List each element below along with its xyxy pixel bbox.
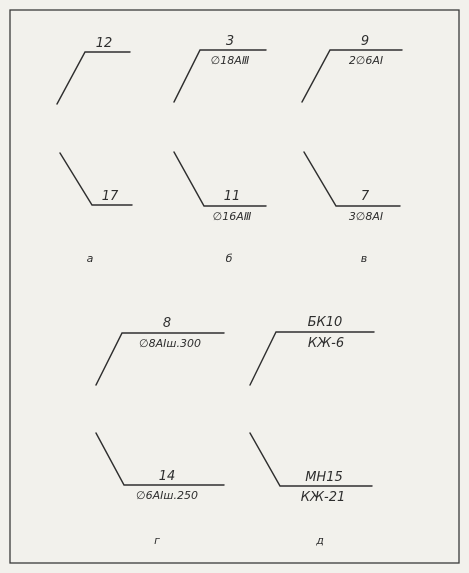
leader-line xyxy=(59,152,133,206)
leader-line xyxy=(173,49,267,103)
panel-caption: б xyxy=(226,252,233,265)
panel-caption: в xyxy=(361,252,367,265)
leader-line xyxy=(249,432,373,487)
panel-caption: д xyxy=(315,534,324,547)
rebar-spec: ∅18АⅢ xyxy=(211,54,250,67)
panel-v: 9 2∅6АⅠ 7 3∅8АⅠ в xyxy=(301,34,403,265)
rebar-spec: 2∅6АⅠ xyxy=(349,54,383,67)
leader-line xyxy=(249,331,375,386)
leader-top-d: БК10 КЖ-6 xyxy=(249,315,375,386)
panel-d: БК10 КЖ-6 МН15 КЖ-21 д xyxy=(249,315,375,547)
mark-label: БК10 xyxy=(308,315,343,330)
mark-number: 11 xyxy=(224,189,241,204)
leader-line xyxy=(173,151,267,207)
panel-caption: г xyxy=(154,534,160,547)
drawing-reference: КЖ-6 xyxy=(308,336,344,351)
leader-bottom-b: 11 ∅16АⅢ xyxy=(173,151,267,223)
leader-top-g: 8 ∅8АⅠш.300 xyxy=(95,316,225,386)
rebar-spec: 3∅8АⅠ xyxy=(349,210,383,223)
leader-line xyxy=(303,151,401,207)
mark-number: 14 xyxy=(159,469,176,484)
leader-top-a: 12 xyxy=(56,36,131,105)
mark-number: 3 xyxy=(226,34,234,49)
mark-number: 7 xyxy=(361,189,370,204)
leader-bottom-d: МН15 КЖ-21 xyxy=(249,432,373,505)
rebar-spec: ∅8АⅠш.300 xyxy=(139,337,201,350)
mark-number: 8 xyxy=(163,316,171,331)
figure-frame xyxy=(9,9,460,564)
mark-number: 17 xyxy=(102,189,119,204)
panel-caption: а xyxy=(87,252,94,265)
leader-bottom-g: 14 ∅6АⅠш.250 xyxy=(95,432,225,502)
rebar-spec: ∅16АⅢ xyxy=(213,210,252,223)
leader-top-b: 3 ∅18АⅢ xyxy=(173,34,267,103)
mark-label: МН15 xyxy=(305,470,343,485)
drawing-reference: КЖ-21 xyxy=(301,490,345,505)
leader-line xyxy=(95,432,225,486)
mark-number: 12 xyxy=(96,36,113,51)
panel-a: 12 17 а xyxy=(56,36,133,265)
leader-line xyxy=(56,51,131,105)
leader-top-v: 9 2∅6АⅠ xyxy=(301,34,403,103)
leader-bottom-v: 7 3∅8АⅠ xyxy=(303,151,401,223)
leader-bottom-a: 17 xyxy=(59,152,133,206)
rebar-spec: ∅6АⅠш.250 xyxy=(136,489,198,502)
mark-number: 9 xyxy=(361,34,369,49)
leader-line xyxy=(95,332,225,386)
panel-g: 8 ∅8АⅠш.300 14 ∅6АⅠш.250 г xyxy=(95,316,225,547)
leader-line xyxy=(301,49,403,103)
panel-b: 3 ∅18АⅢ 11 ∅16АⅢ б xyxy=(173,34,267,265)
